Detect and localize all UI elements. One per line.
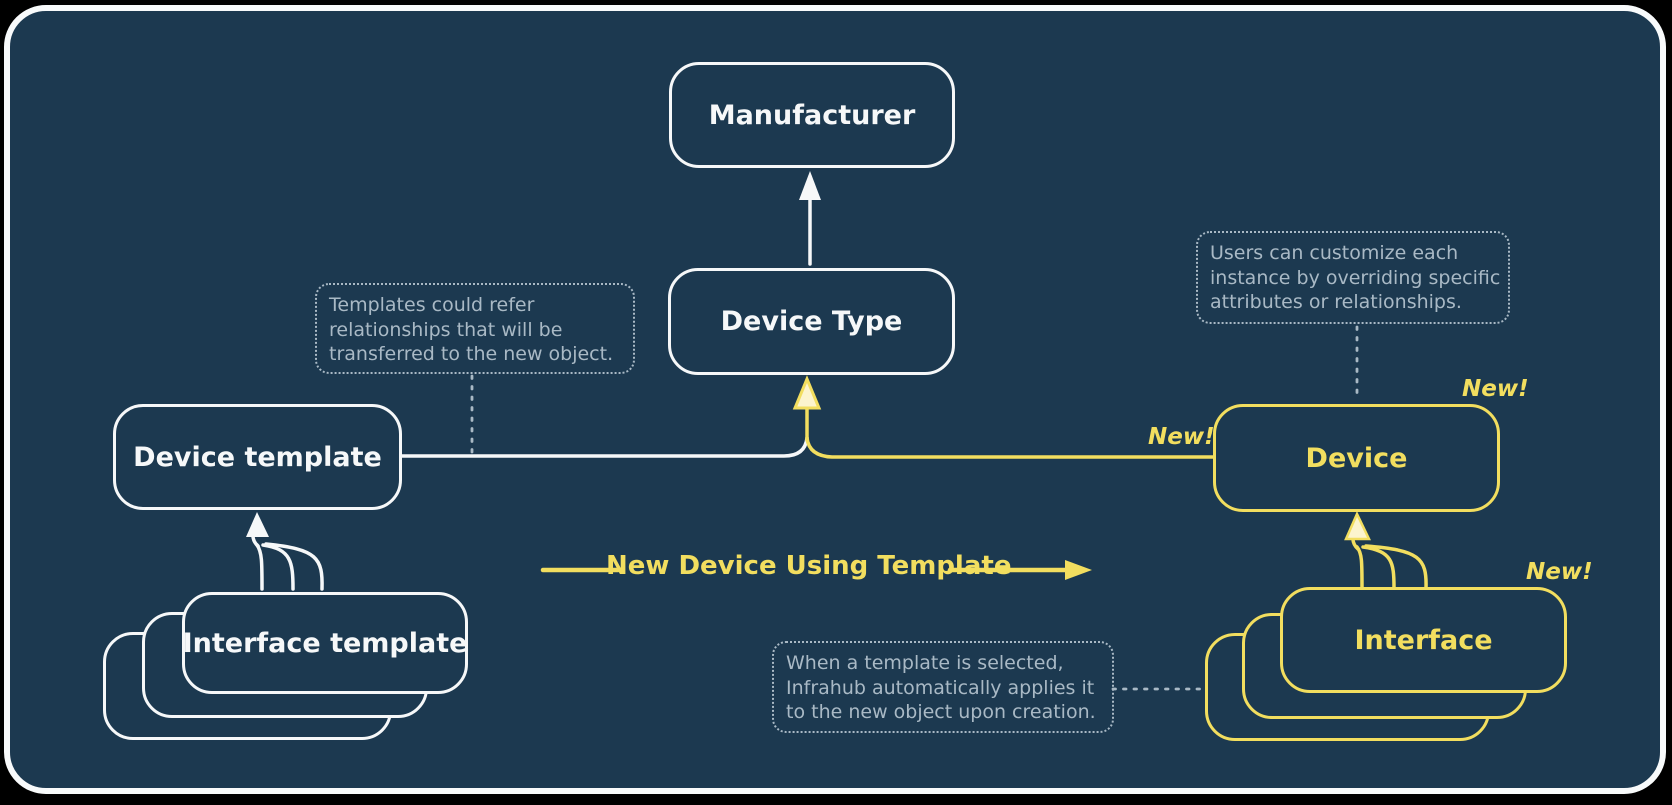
node-device-type-label: Device Type (720, 306, 903, 337)
note-templates-line: Templates could refer (329, 294, 535, 316)
note-templates-line: relationships that will be (329, 318, 563, 341)
node-device-type: Device Type (668, 268, 955, 375)
edge-interfacetemplate-devicetemplate-arrow (246, 512, 324, 591)
edge-junction-devicetype-arrow (792, 375, 822, 442)
note-customize-line: instance by overriding specific (1210, 266, 1501, 289)
node-interface-label: Interface (1354, 624, 1493, 656)
badge-new-interface: New! (1526, 559, 1593, 585)
note-apply-line: Infrahub automatically applies it (786, 676, 1095, 699)
node-manufacturer-label: Manufacturer (708, 99, 916, 131)
node-manufacturer: Manufacturer (669, 62, 955, 168)
note-apply-line: When a template is selected, (786, 652, 1064, 674)
badge-new-device-line: New! (1148, 424, 1215, 450)
flow-label: New Device Using Template (606, 551, 1012, 581)
note-customize: Users can customize each instance by ove… (1196, 231, 1510, 324)
note-templates: Templates could refer relationships that… (315, 283, 635, 374)
note-customize-line: attributes or relationships. (1210, 291, 1462, 313)
note-connector-lines (470, 325, 1359, 691)
node-device-label: Device (1305, 442, 1408, 474)
node-interface: Interface (1280, 587, 1567, 693)
edge-junction-device-line (805, 436, 1215, 459)
node-device-template-label: Device template (133, 441, 382, 473)
node-interface-template-label: Interface template (182, 627, 468, 659)
node-device: Device (1213, 404, 1500, 512)
note-customize-line: Users can customize each (1210, 242, 1459, 264)
badge-new-device: New! (1462, 376, 1529, 402)
edge-devicetemplate-line (400, 436, 809, 458)
edge-devicetype-manufacturer-arrow (799, 171, 821, 266)
edge-interface-device-arrow (1344, 511, 1428, 590)
node-interface-template: Interface template (182, 592, 468, 694)
note-apply-line: to the new object upon creation. (786, 701, 1096, 723)
flow-arrow (540, 560, 1092, 580)
note-templates-line: transferred to the new object. (329, 343, 614, 365)
note-apply: When a template is selected, Infrahub au… (772, 641, 1114, 733)
node-device-template: Device template (113, 404, 402, 510)
